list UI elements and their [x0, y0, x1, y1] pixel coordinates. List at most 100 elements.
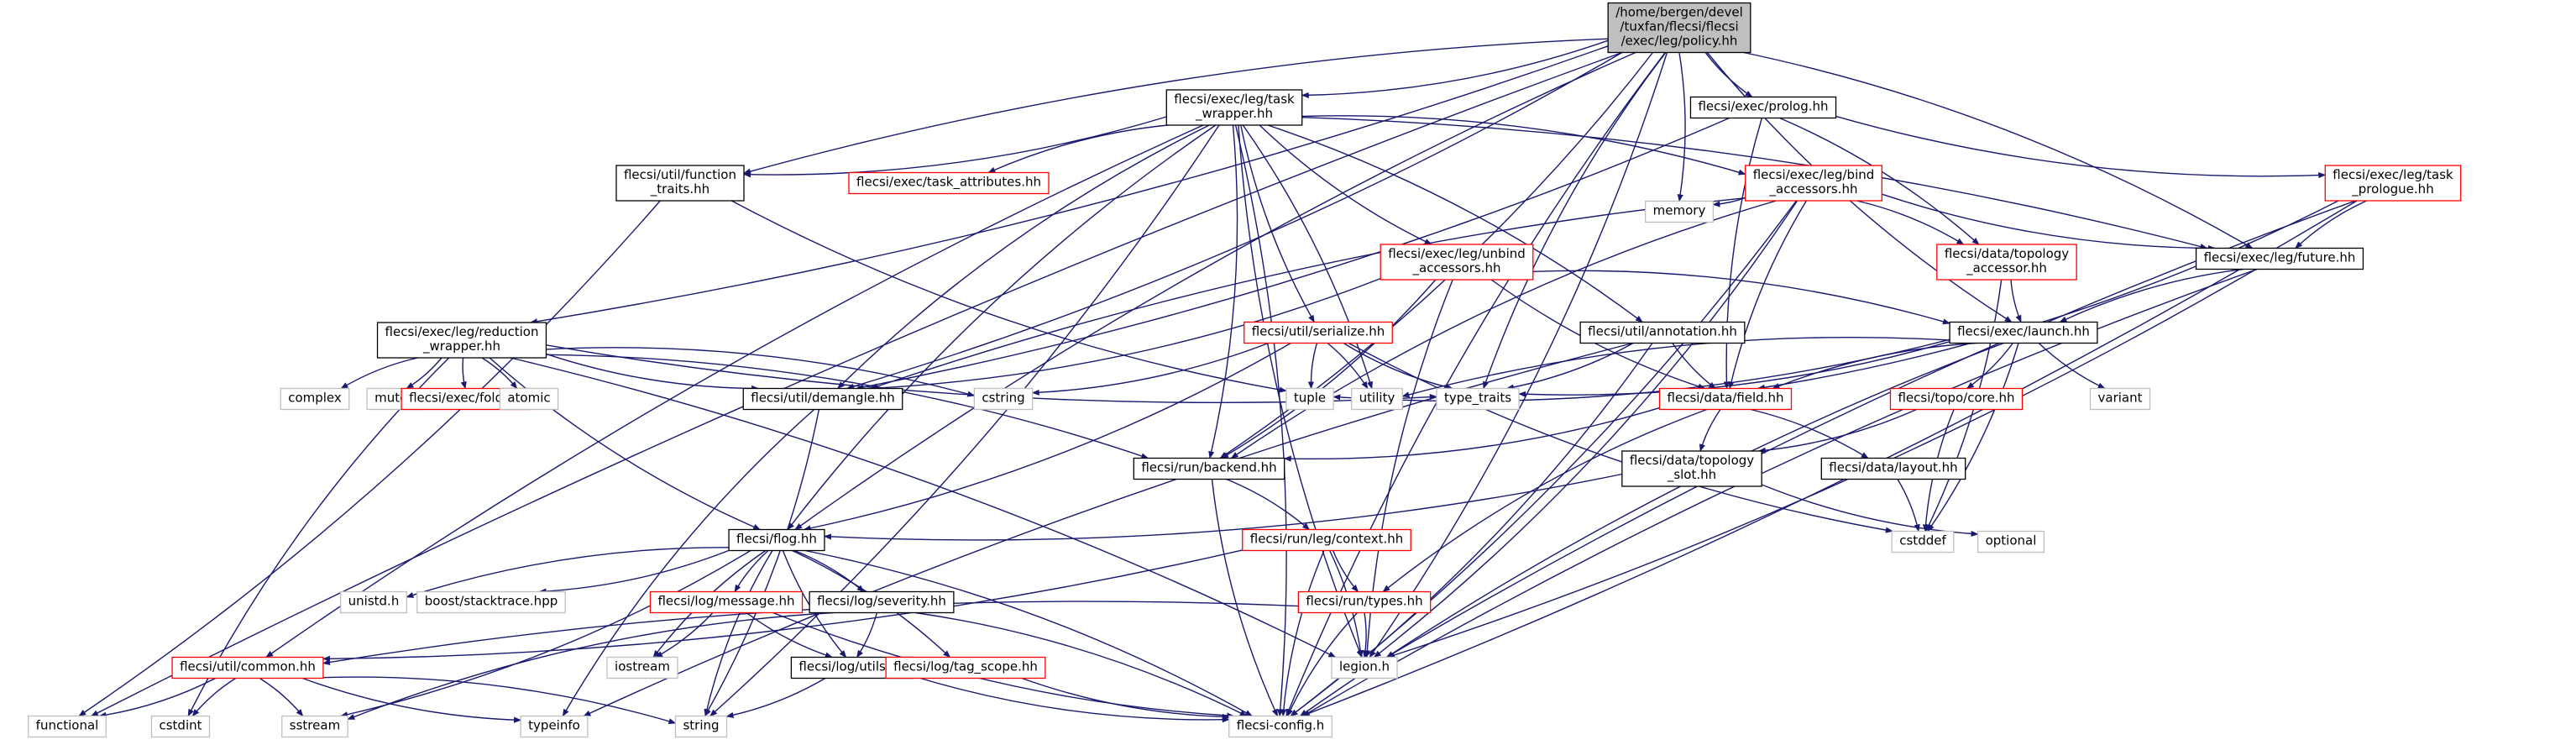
- node-task-attributes[interactable]: flecsi/exec/task_attributes.hh: [848, 171, 1050, 195]
- node-label: type_traits: [1444, 391, 1511, 407]
- edge-bind-accessors-to-future: [1882, 193, 2216, 252]
- node-label: flecsi/exec/launch.hh: [1957, 324, 2090, 339]
- node-label: flecsi/util/function: [624, 167, 736, 182]
- node-future[interactable]: flecsi/exec/leg/future.hh: [2195, 247, 2364, 270]
- node-demangle[interactable]: flecsi/util/demangle.hh: [742, 387, 903, 411]
- node-iostream: iostream: [606, 656, 678, 679]
- node-flog[interactable]: flecsi/flog.hh: [728, 528, 825, 552]
- node-severity[interactable]: flecsi/log/severity.hh: [809, 590, 955, 614]
- node-label: _accessors.hh: [1412, 260, 1501, 276]
- edge-task-prologue-to-config: [1301, 200, 2358, 717]
- node-task-prologue[interactable]: flecsi/exec/leg/task_prologue.hh: [2324, 165, 2462, 202]
- edge-message-to-config: [772, 611, 1235, 719]
- edge-policy-to-type-traits: [1483, 52, 1667, 390]
- edge-bind-accessors-to-backend: [1230, 200, 1777, 459]
- node-label: flecsi/run/leg/context.hh: [1250, 532, 1403, 547]
- edge-future-to-legion: [1387, 268, 2257, 658]
- node-box: [728, 528, 825, 552]
- node-label: cstring: [982, 391, 1024, 406]
- node-box: [1891, 530, 1955, 554]
- edge-task-wrapper-to-function-traits: [743, 116, 1167, 178]
- node-box: [1133, 457, 1285, 480]
- edge-policy-to-legion: [1369, 52, 1668, 658]
- edge-future-to-config: [1301, 268, 2258, 717]
- node-topo-core[interactable]: flecsi/topo/core.hh: [1889, 387, 2024, 411]
- node-box: [1689, 96, 1837, 119]
- node-box: [742, 387, 903, 411]
- node-run-types[interactable]: flecsi/run/types.hh: [1297, 590, 1432, 614]
- edge-reduction-wrapper-to-cstring: [546, 347, 976, 397]
- node-task-wrapper[interactable]: flecsi/exec/leg/task_wrapper.hh: [1165, 89, 1303, 126]
- edge-prolog-to-topology-accessor: [1779, 117, 1980, 245]
- node-annotation[interactable]: flecsi/util/annotation.hh: [1579, 321, 1746, 344]
- node-box: [340, 590, 407, 614]
- node-label: flecsi/topo/core.hh: [1898, 391, 2014, 406]
- edge-task-prologue-to-future: [2295, 200, 2367, 249]
- node-box: [1645, 200, 1714, 223]
- node-box: [1977, 530, 2045, 554]
- node-reduction-wrapper[interactable]: flecsi/exec/leg/reduction_wrapper.hh: [376, 322, 547, 359]
- node-sstream: sstream: [281, 715, 348, 738]
- edge-policy-to-flog: [794, 51, 1636, 531]
- edge-flog-to-message: [734, 549, 769, 593]
- node-function-traits[interactable]: flecsi/util/function_traits.hh: [615, 165, 745, 202]
- node-box: [1436, 387, 1520, 411]
- node-label: flecsi/exec/leg/task: [2333, 167, 2453, 182]
- node-label: functional: [36, 718, 99, 733]
- edge-policy-to-task-wrapper: [1301, 39, 1609, 98]
- edge-launch-to-utility: [1401, 336, 1950, 398]
- edge-annotation-to-field: [1672, 343, 1716, 390]
- node-label: flecsi/exec/leg/task: [1174, 92, 1295, 107]
- edge-function-traits-to-tuple: [730, 200, 1287, 393]
- node-layout[interactable]: flecsi/data/layout.hh: [1820, 457, 1966, 480]
- edge-launch-to-type-traits: [1518, 341, 1950, 397]
- node-backend[interactable]: flecsi/run/backend.hh: [1133, 457, 1285, 480]
- edge-task-wrapper-to-utility: [1242, 124, 1373, 390]
- node-prolog[interactable]: flecsi/exec/prolog.hh: [1689, 96, 1837, 119]
- node-policy[interactable]: /home/bergen/devel/tuxfan/flecsi/flecsi/…: [1607, 2, 1751, 54]
- node-label: variant: [2098, 391, 2143, 406]
- node-unbind-accessors[interactable]: flecsi/exec/leg/unbind_accessors.hh: [1380, 244, 1534, 281]
- edge-serialize-to-flog: [803, 342, 1291, 532]
- node-context[interactable]: flecsi/run/leg/context.hh: [1242, 528, 1411, 552]
- edge-common-to-string: [322, 676, 677, 725]
- node-label: _prologue.hh: [2351, 181, 2433, 197]
- node-box: [1228, 715, 1333, 738]
- edge-serialize-to-type-traits: [1343, 342, 1453, 391]
- edge-annotation-to-typeinfo: [583, 342, 1633, 717]
- edge-log-utils-to-string: [725, 677, 826, 718]
- edge-launch-to-cstddef: [1927, 343, 2019, 533]
- node-launch[interactable]: flecsi/exec/launch.hh: [1949, 321, 2098, 344]
- edge-policy-to-demangle: [846, 51, 1623, 390]
- node-box: [2089, 387, 2151, 411]
- node-serialize[interactable]: flecsi/util/serialize.hh: [1243, 321, 1393, 344]
- edge-context-to-run-types: [1332, 550, 1359, 593]
- node-bind-accessors[interactable]: flecsi/exec/leg/bind_accessors.hh: [1745, 165, 1882, 202]
- edge-bind-accessors-to-field: [1728, 200, 1807, 390]
- edge-policy-to-functional: [90, 51, 1623, 717]
- node-topology-slot[interactable]: flecsi/data/topology_slot.hh: [1621, 450, 1762, 487]
- edge-flog-to-sstream: [340, 549, 751, 718]
- node-unistd: unistd.h: [340, 590, 407, 614]
- node-message[interactable]: flecsi/log/message.hh: [649, 590, 804, 614]
- node-common[interactable]: flecsi/util/common.hh: [171, 656, 324, 679]
- edge-message-to-iostream: [655, 612, 714, 658]
- node-tag-scope[interactable]: flecsi/log/tag_scope.hh: [885, 656, 1046, 679]
- edge-flog-to-string: [704, 550, 773, 717]
- node-box: [280, 387, 350, 411]
- edge-topology-accessor-to-launch: [2010, 279, 2022, 323]
- node-label: _wrapper.hh: [422, 338, 500, 354]
- node-label: _traits.hh: [650, 181, 709, 197]
- edge-reduction-wrapper-to-mutex: [406, 357, 442, 390]
- edge-policy-to-memory: [1677, 52, 1686, 202]
- edge-log-utils-to-config: [913, 675, 1230, 723]
- node-label: flecsi/data/layout.hh: [1829, 460, 1957, 475]
- node-topology-accessor[interactable]: flecsi/data/topology_accessor.hh: [1936, 244, 2077, 281]
- node-field[interactable]: flecsi/data/field.hh: [1658, 387, 1793, 411]
- node-box: [1936, 244, 2077, 281]
- edge-task-wrapper-to-common: [265, 124, 1204, 658]
- edge-reduction-wrapper-to-fold: [460, 357, 467, 390]
- node-box: [848, 171, 1050, 195]
- edge-common-to-functional: [98, 677, 216, 718]
